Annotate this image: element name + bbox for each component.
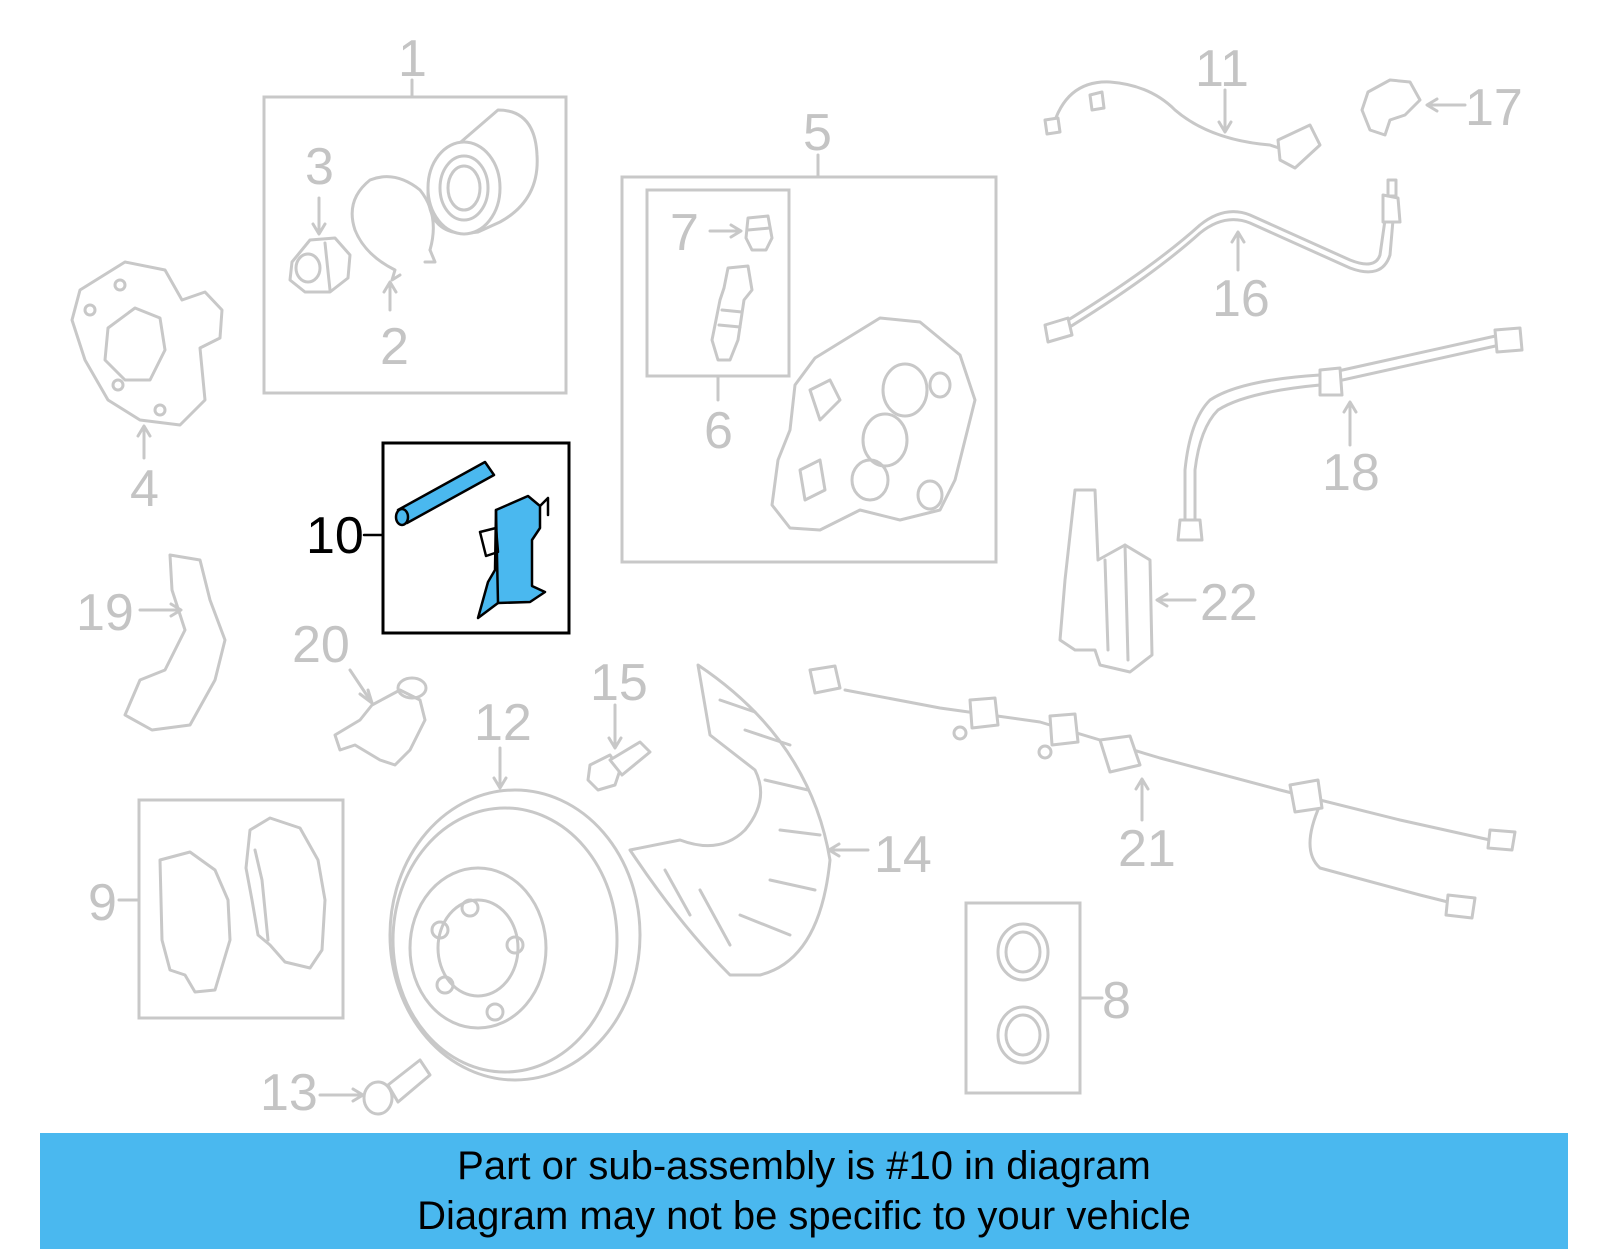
part-11-sensor [1043,80,1322,170]
callout-9: 9 [88,874,117,932]
callout-15: 15 [590,654,648,712]
callout-2: 2 [380,318,409,376]
part-group-8 [964,901,1104,1095]
part-21-harness [808,664,1517,920]
guide-pin [394,460,496,527]
part-group-1 [262,78,568,395]
callout-16: 16 [1212,270,1270,328]
group-5-box [620,175,998,564]
callout-1: 1 [398,30,427,88]
callout-19: 19 [76,584,134,642]
callout-10[interactable]: 10 [306,507,364,565]
axle-nut [288,236,352,294]
callout-3: 3 [305,138,334,196]
callout-8: 8 [1102,972,1131,1030]
info-banner: Part or sub-assembly is #10 in diagram D… [40,1133,1568,1249]
part-group-9 [117,798,345,1020]
callout-12: 12 [474,694,532,752]
part-group-5 [620,153,998,564]
callout-17: 17 [1465,79,1523,137]
banner-line-1: Part or sub-assembly is #10 in diagram [457,1144,1151,1188]
callout-14: 14 [874,826,932,884]
anti-rattle-clip [476,494,550,620]
callout-11: 11 [1195,40,1249,98]
bleeder-screw [710,264,754,362]
callout-22: 22 [1200,574,1258,632]
callout-5: 5 [803,104,832,162]
callout-20: 20 [292,616,350,674]
part-4-hub [70,260,224,460]
callout-13: 13 [260,1064,318,1122]
callout-7: 7 [670,204,699,262]
banner-line-2: Diagram may not be specific to your vehi… [417,1194,1191,1238]
part-15-bolt [586,703,652,792]
part-20-sensor [333,668,428,767]
callout-6: 6 [704,402,733,460]
wheel-bearing [426,108,539,236]
part-14-dust-shield [628,663,870,977]
part-19-bracket [123,553,227,732]
snap-ring [350,175,435,282]
part-13-bolt [318,1058,432,1116]
callout-21: 21 [1118,820,1176,878]
part-17-clip [1360,78,1467,137]
bleeder-cap [744,214,774,252]
part-22-bracket [1058,488,1197,674]
callout-18: 18 [1322,444,1380,502]
part-12-rotor [388,746,642,1082]
part-group-10-highlighted[interactable] [362,441,571,635]
group-9-box [137,798,345,1020]
brake-caliper [770,316,977,532]
part-18-brake-hose [1176,326,1524,542]
group-10-box [381,441,571,635]
callout-4: 4 [130,460,159,518]
group-1-box [262,95,568,395]
part-16-brake-line [1043,178,1402,344]
